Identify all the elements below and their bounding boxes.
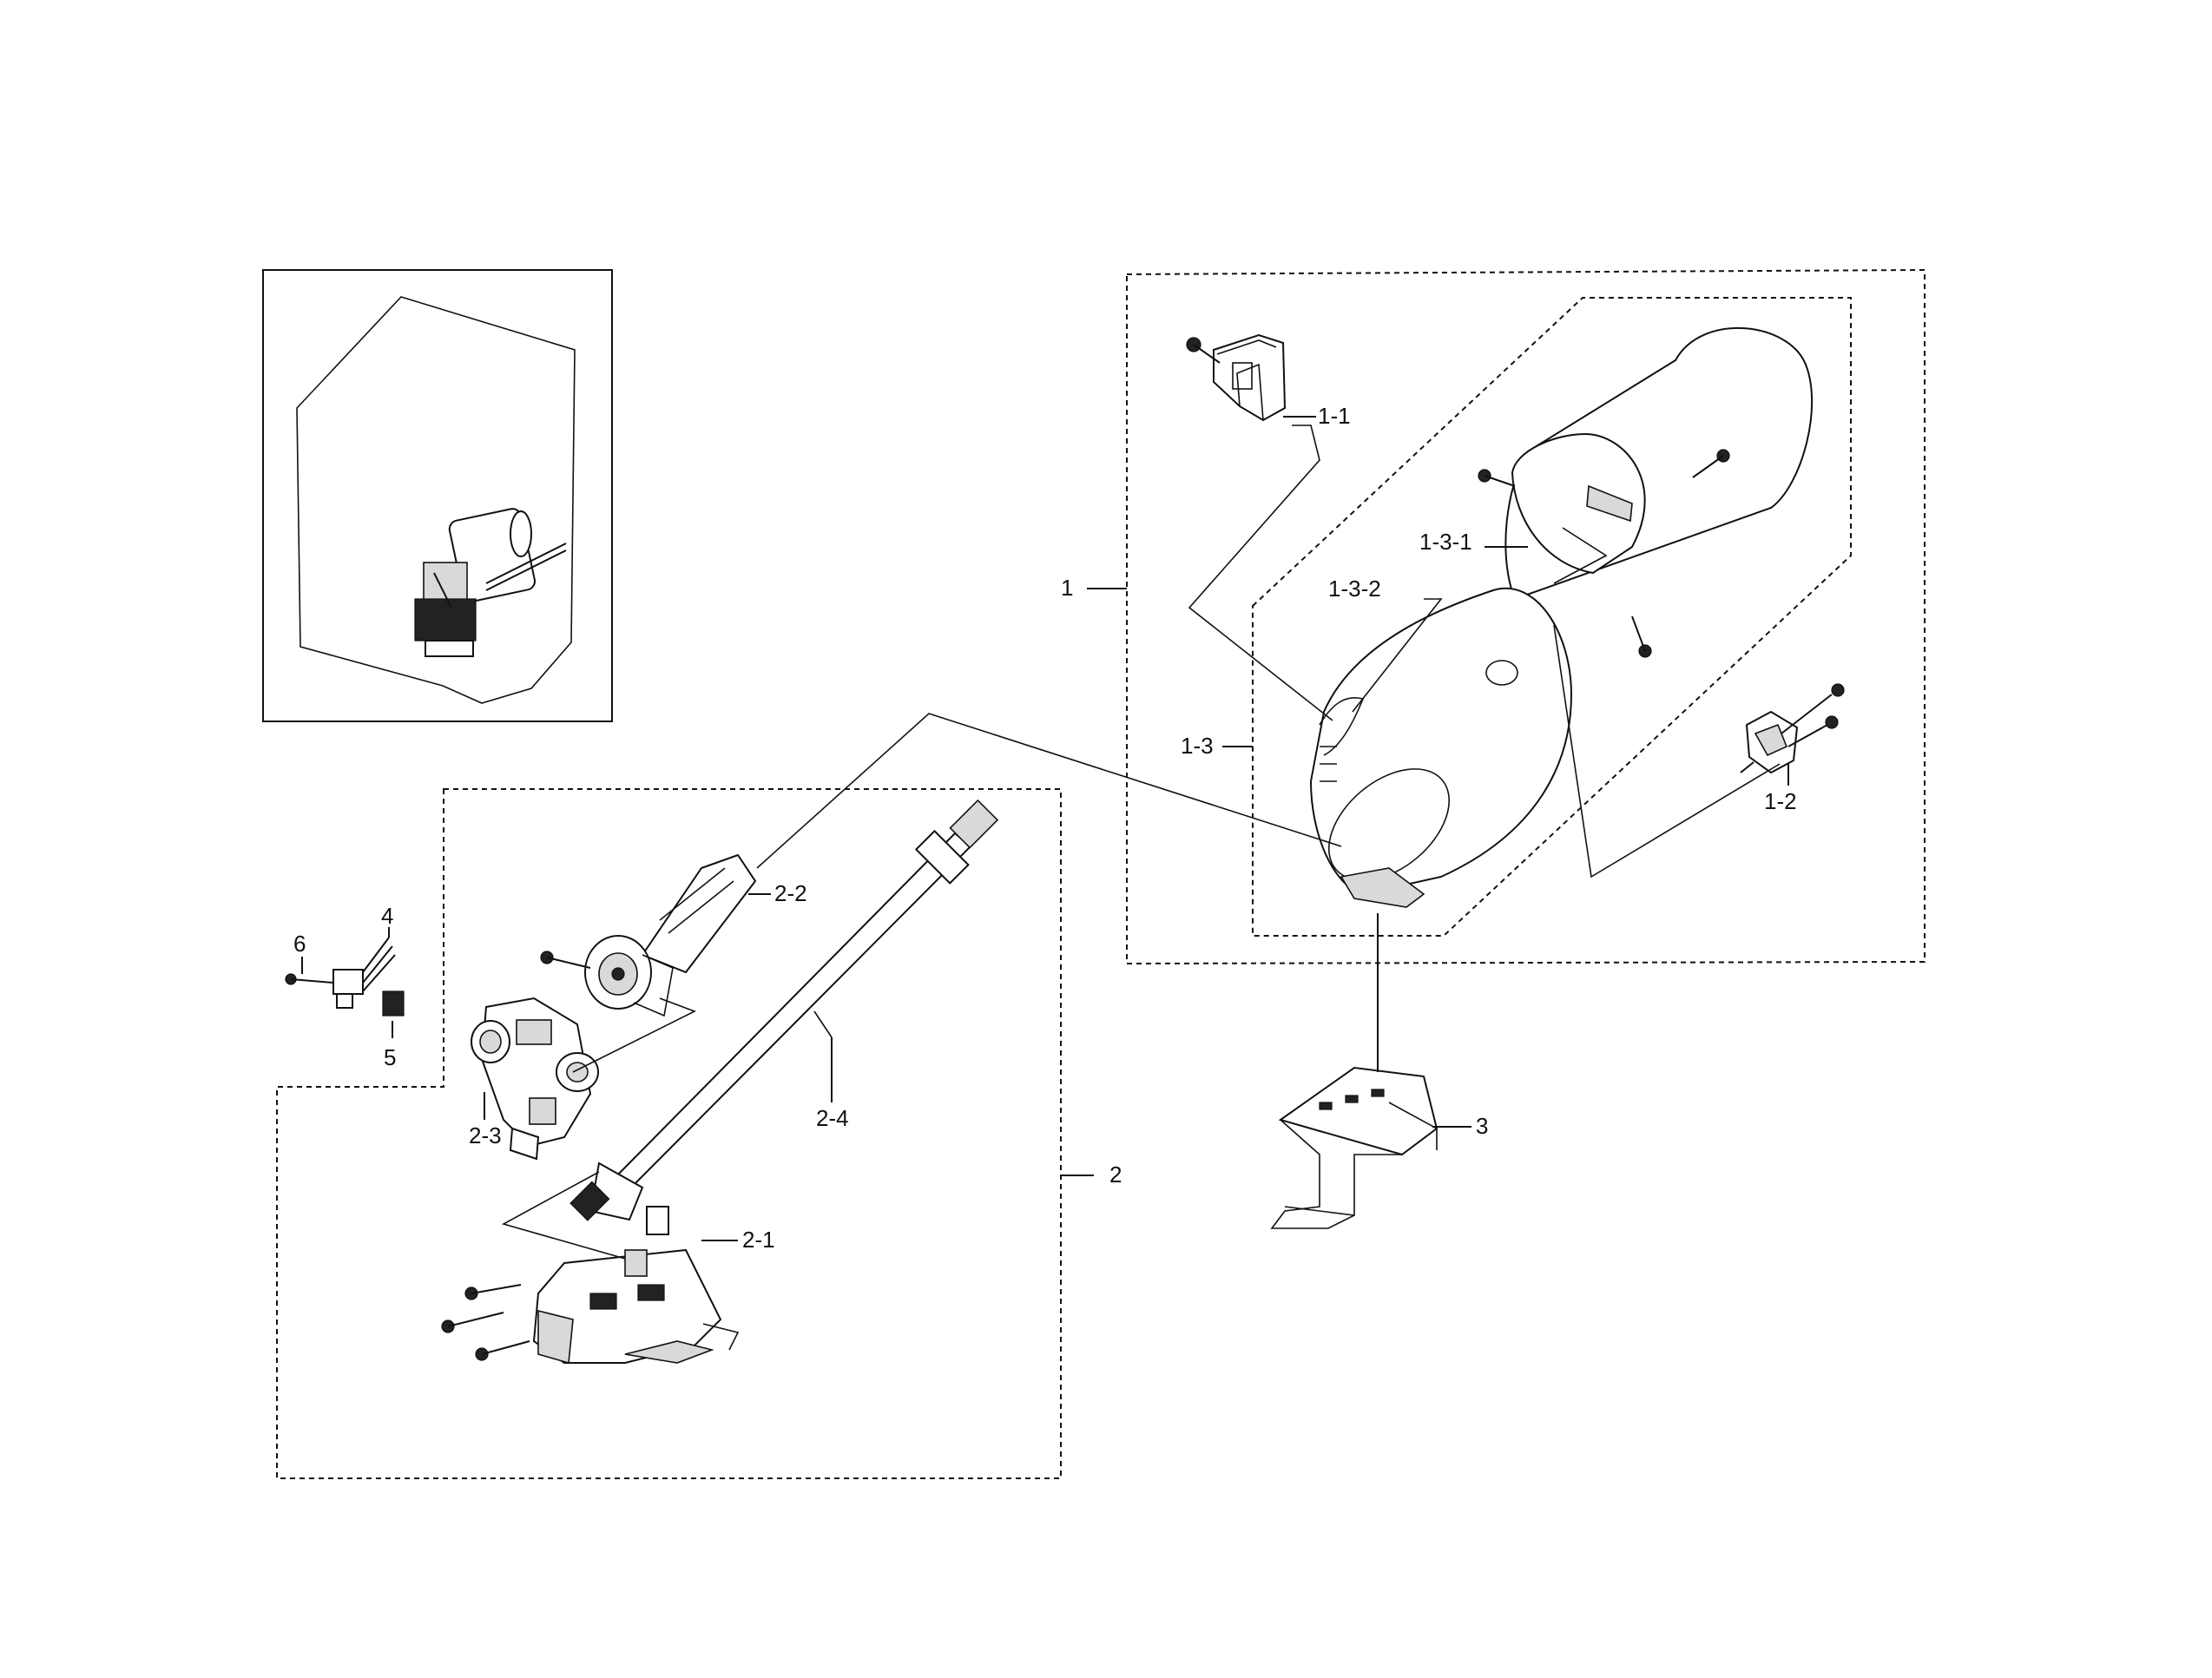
inset-cabinet-outline bbox=[296, 296, 576, 704]
part-4-block bbox=[332, 969, 364, 995]
callout-1-2: 1-2 bbox=[1764, 788, 1797, 814]
callout-1-3-2: 1-3-2 bbox=[1328, 576, 1381, 602]
callout-2-2: 2-2 bbox=[774, 880, 807, 906]
part-3-bracket bbox=[1270, 1066, 1438, 1229]
callout-2-1: 2-1 bbox=[742, 1227, 775, 1253]
part-5-filter bbox=[382, 990, 405, 1017]
callout-1-1: 1-1 bbox=[1318, 403, 1351, 429]
callout-2: 2 bbox=[1109, 1161, 1122, 1188]
callout-1-3: 1-3 bbox=[1181, 733, 1214, 759]
part-1-2-bracket bbox=[1740, 683, 1845, 774]
callout-6: 6 bbox=[293, 931, 306, 957]
inset-burner-assembly bbox=[414, 508, 567, 657]
parts-4-5-6 bbox=[285, 937, 405, 1017]
inset-overview bbox=[262, 269, 613, 722]
part-2-4-pipe bbox=[569, 799, 999, 1221]
part-2-3-gas-valve bbox=[471, 997, 599, 1161]
callout-1: 1 bbox=[1061, 575, 1073, 601]
group-2-boundary bbox=[276, 788, 1062, 1479]
part-2-1-bracket bbox=[441, 1206, 740, 1365]
callout-2-4: 2-4 bbox=[816, 1105, 849, 1131]
part-1-3-2-drum bbox=[1309, 588, 1573, 908]
group-1-boundary bbox=[1126, 268, 1926, 965]
leader-lines bbox=[301, 416, 1789, 1260]
callout-4: 4 bbox=[381, 903, 393, 929]
callout-labels: 1-1 1-3-1 1-3-2 1 1-3 1-2 2-2 2-4 2-3 2-… bbox=[293, 403, 1797, 1253]
callout-5: 5 bbox=[384, 1044, 396, 1070]
callout-3: 3 bbox=[1476, 1113, 1488, 1139]
inset-frame bbox=[262, 269, 613, 722]
callout-1-3-1: 1-3-1 bbox=[1419, 529, 1472, 555]
part-1-1-bracket bbox=[1186, 333, 1287, 422]
part-1-3-1-housing bbox=[1478, 326, 1814, 658]
part-2-2-burner-tube bbox=[540, 853, 757, 1017]
group-1-3-boundary bbox=[1252, 297, 1852, 937]
callout-2-3: 2-3 bbox=[469, 1122, 502, 1148]
